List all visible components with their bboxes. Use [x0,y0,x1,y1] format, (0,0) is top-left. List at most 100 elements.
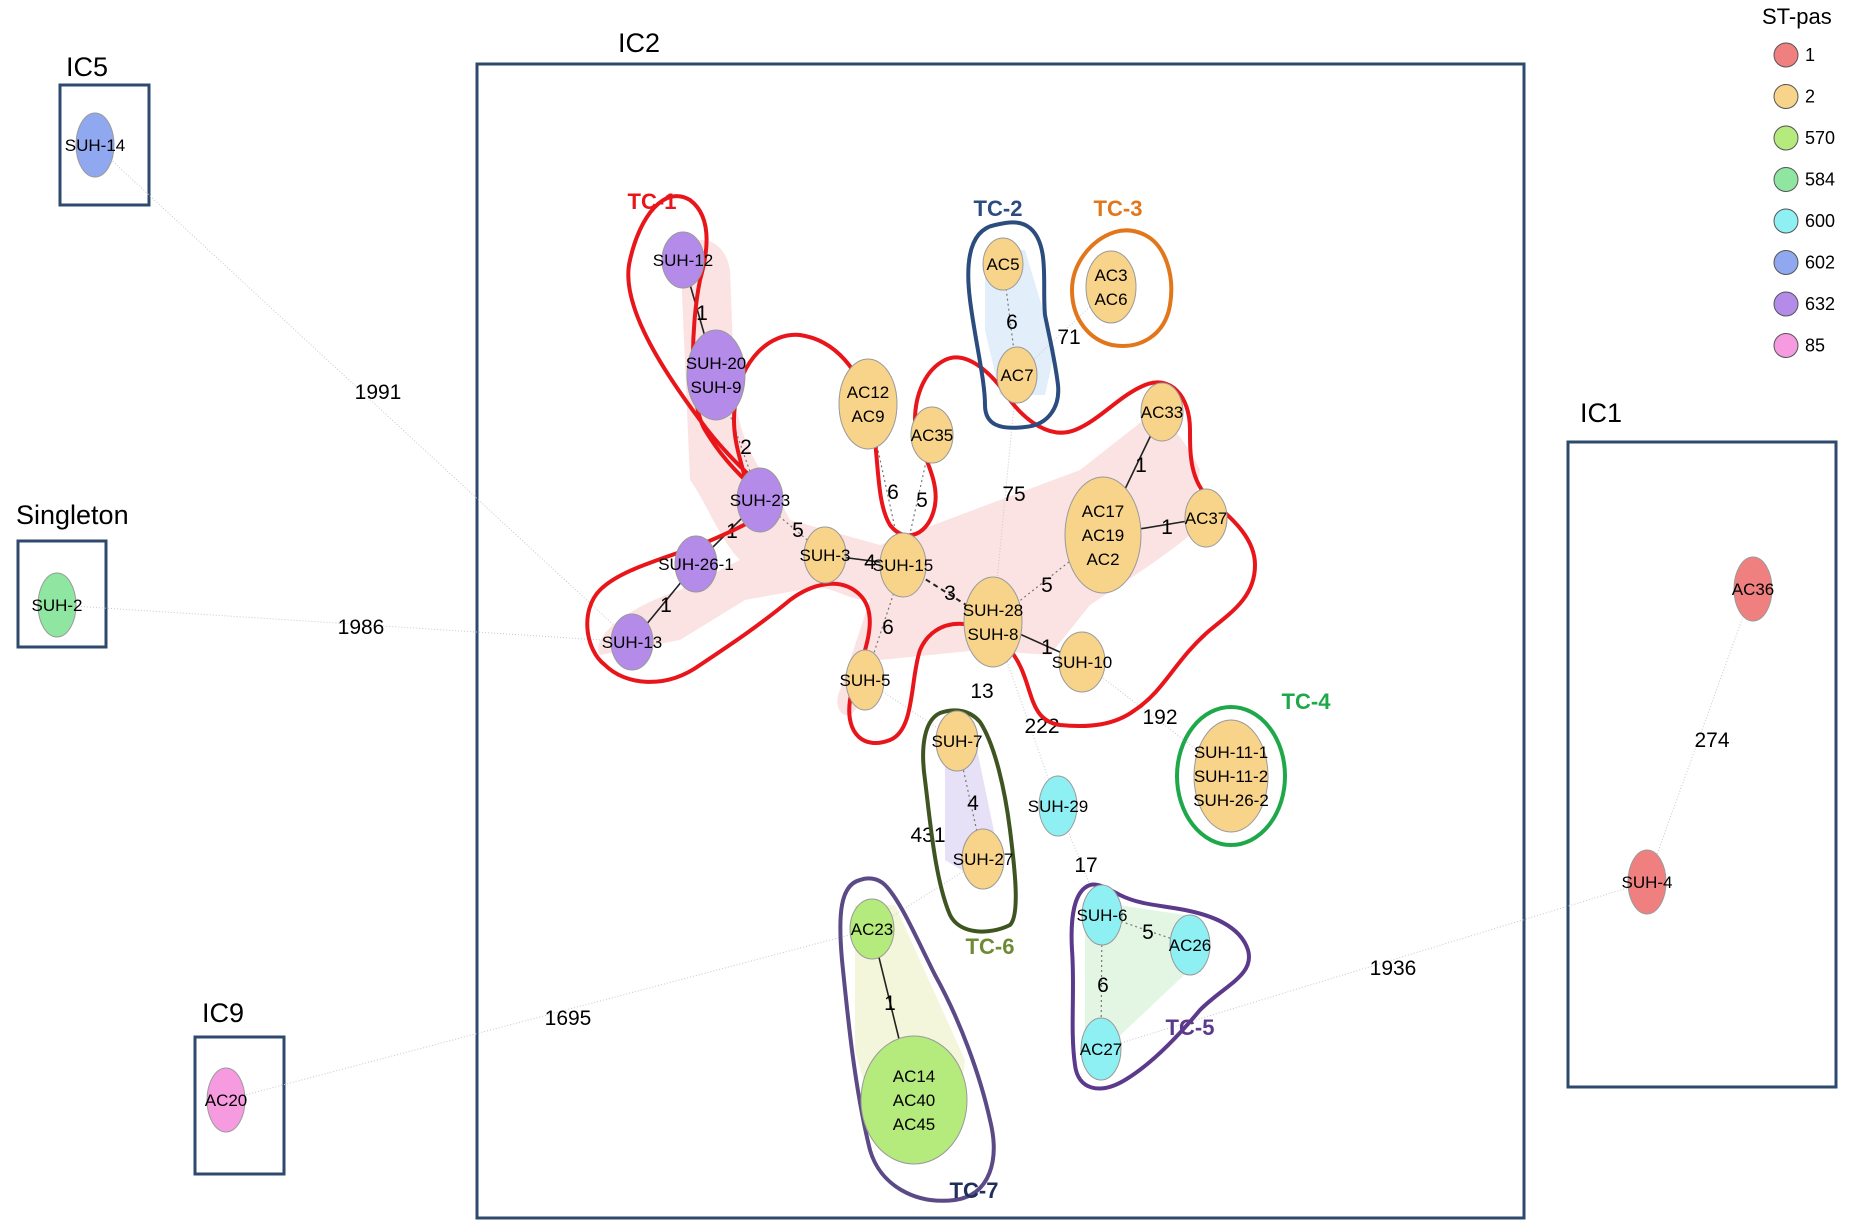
node-circle [982,237,1024,291]
group-box-singleton [16,539,108,649]
node-suh-3[interactable]: SUH-3 [799,526,851,584]
node-suh-12[interactable]: SUH-12 [653,231,713,289]
cluster-label-tc-6: TC-6 [966,934,1015,959]
edge-label: 6 [1006,311,1018,334]
node-label: AC26 [1169,936,1212,955]
node-ac23[interactable]: AC23 [849,898,895,960]
node-circle [1733,556,1773,622]
node-suh-23[interactable]: SUH-23 [730,467,790,533]
edge-label: 1 [884,992,896,1015]
node-label: SUH-11-1 [1194,743,1268,762]
tc-5-outline [1069,882,1252,1091]
node-label: SUH-28 [963,601,1023,620]
edge-line [1002,263,1018,376]
group-title-ic1: IC1 [1580,398,1622,428]
node-ac26[interactable]: AC26 [1169,914,1212,976]
group-title-ic2: IC2 [618,28,660,58]
legend-label: 85 [1805,336,1825,356]
node-suh-29[interactable]: SUH-29 [1028,775,1088,837]
node-suh-2[interactable]: SUH-2 [31,572,83,638]
node-circle [1080,1017,1122,1081]
node-label: SUH-5 [839,671,890,690]
legend-title: ST-pas [1762,4,1832,29]
group-box-ic5 [58,83,151,207]
node-ac27[interactable]: AC27 [1080,1017,1123,1081]
cluster-label-tc-1: TC-1 [628,189,677,214]
legend-swatch [1773,250,1799,275]
node-suh-13[interactable]: SUH-13 [602,613,662,671]
node-label: AC37 [1185,509,1228,528]
node-suh-10[interactable]: SUH-10 [1052,631,1112,693]
edge-label: 5 [916,489,928,512]
node-circle [935,710,979,772]
node-circle [1169,914,1211,976]
node-label: SUH-26-1 [658,555,734,574]
node-label: AC2 [1086,550,1119,569]
node-suh-6[interactable]: SUH-6 [1076,884,1128,946]
node-circle [849,898,895,960]
node-label: AC6 [1094,290,1127,309]
node-label: AC27 [1080,1040,1123,1059]
node-label: AC3 [1094,266,1127,285]
node-suh-7[interactable]: SUH-7 [931,710,983,772]
node-circle [838,358,898,450]
node-ac33[interactable]: AC33 [1140,382,1184,442]
node-circle [961,828,1005,890]
node-ac37[interactable]: AC37 [1184,488,1228,548]
node-circle [1193,719,1269,833]
node-suh-14[interactable]: SUH-14 [65,112,125,178]
node-suh-5[interactable]: SUH-5 [839,649,891,711]
legend-label: 570 [1805,128,1835,148]
node-label: SUH-26-2 [1193,791,1269,810]
node-label: SUH-3 [799,546,850,565]
node-suh-26-1[interactable]: SUH-26-1 [658,535,734,593]
node-label: AC36 [1732,580,1775,599]
edge-label: 1695 [545,1007,592,1030]
edge-label: 6 [882,616,894,639]
node-ac20[interactable]: AC20 [205,1067,248,1133]
node-label: SUH-13 [602,633,662,652]
node-circle [860,1035,968,1165]
cluster-label-tc-3: TC-3 [1094,196,1143,221]
node-ac7[interactable]: AC7 [996,346,1038,404]
legend-label: 600 [1805,211,1835,231]
edge-label: 5 [1142,921,1154,944]
node-label: AC7 [1000,366,1033,385]
edge-line [1100,881,1648,1050]
node-circle [879,532,927,598]
node-label: SUH-2 [31,596,82,615]
node-ac5[interactable]: AC5 [982,237,1024,291]
edge-label: 1 [660,594,672,617]
group-title-ic5: IC5 [66,52,108,82]
node-label: AC17 [1082,502,1125,521]
legend-label: 632 [1805,294,1835,314]
node-ac36[interactable]: AC36 [1732,556,1775,622]
node-ac35[interactable]: AC35 [910,406,954,464]
edge-label: 4 [967,792,979,815]
node-circle [1140,382,1184,442]
node-suh-4[interactable]: SUH-4 [1621,849,1673,915]
node-suh-15[interactable]: SUH-15 [873,532,933,598]
node-circle [845,649,885,711]
cluster-label-tc-4: TC-4 [1282,689,1332,714]
node-label: SUH-4 [1621,873,1672,892]
node-label: AC19 [1082,526,1125,545]
legend-label: 2 [1805,87,1815,107]
legend-label: 602 [1805,253,1835,273]
node-label: AC33 [1141,403,1184,422]
tc-6-outline [921,708,1018,934]
edge-label: 1986 [338,616,385,639]
legend-swatch [1773,208,1799,234]
node-circle [206,1067,246,1133]
node-label: SUH-12 [653,251,713,270]
node-suh-27[interactable]: SUH-27 [953,828,1013,890]
nodes: SUH-14SUH-2AC20AC36SUH-4SUH-12SUH-20SUH-… [31,112,1775,1165]
